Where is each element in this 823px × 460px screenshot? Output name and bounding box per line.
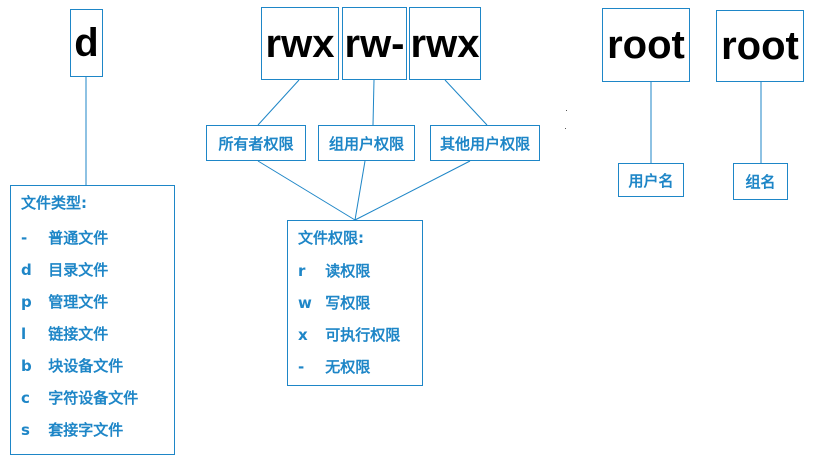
group-perm-field: rw- <box>342 7 407 80</box>
file-type-row: - 普通文件 <box>21 227 108 248</box>
file-type-label: 字符设备文件 <box>48 389 139 407</box>
group-perm-text: rw- <box>344 21 405 66</box>
connector-group-perm <box>372 79 375 126</box>
permission-label: 可执行权限 <box>325 326 401 344</box>
file-type-legend-title: 文件类型: <box>21 194 87 212</box>
owner-perm-field: rwx <box>261 7 339 80</box>
group-perm-label: 组用户权限 <box>318 125 415 161</box>
file-type-code: b <box>21 357 32 375</box>
owner-name-field: root <box>602 8 690 82</box>
permission-code: x <box>298 326 308 344</box>
owner-name-text: root <box>607 23 685 67</box>
connector-group-to-perms <box>354 160 366 221</box>
owner-name-label: 用户名 <box>618 163 684 197</box>
other-perm-field: rwx <box>409 7 481 80</box>
owner-perm-label: 所有者权限 <box>206 125 306 161</box>
file-type-label: 链接文件 <box>48 325 109 343</box>
permission-code: r <box>298 262 306 280</box>
owner-name-label-text: 用户名 <box>628 171 674 190</box>
permission-label: 写权限 <box>325 294 371 312</box>
file-type-row: d 目录文件 <box>21 259 108 280</box>
file-type-label: 套接字文件 <box>48 421 124 439</box>
owner-perm-label-text: 所有者权限 <box>218 134 294 153</box>
permission-code: - <box>298 358 305 376</box>
other-perm-label: 其他用户权限 <box>430 125 540 161</box>
connector-other-to-perms <box>354 160 471 221</box>
file-type-char: d <box>74 21 99 65</box>
permission-legend: 文件权限: r 读权限 w 写权限 x 可执行权限 - 无权限 <box>287 220 423 386</box>
file-type-code: - <box>21 229 28 247</box>
file-type-code: d <box>21 261 32 279</box>
file-type-label: 块设备文件 <box>48 357 124 375</box>
permission-row: w 写权限 <box>298 292 370 313</box>
file-type-code: c <box>21 389 30 407</box>
speck <box>566 110 567 111</box>
file-type-code: p <box>21 293 32 311</box>
permission-label: 无权限 <box>325 358 371 376</box>
file-type-row: c 字符设备文件 <box>21 387 138 408</box>
group-name-label: 组名 <box>733 163 788 200</box>
owner-perm-text: rwx <box>265 21 335 66</box>
connector-other-perm <box>444 79 488 126</box>
file-type-row: s 套接字文件 <box>21 419 123 440</box>
permission-label: 读权限 <box>325 262 371 280</box>
speck <box>565 128 566 129</box>
group-name-label-text: 组名 <box>745 173 776 191</box>
file-type-code: l <box>21 325 27 343</box>
file-type-label: 管理文件 <box>48 293 109 311</box>
file-type-row: p 管理文件 <box>21 291 108 312</box>
permission-code: w <box>298 294 312 312</box>
group-name-field: root <box>716 10 804 82</box>
file-type-row: b 块设备文件 <box>21 355 123 376</box>
file-type-code: s <box>21 421 30 439</box>
file-type-row: l 链接文件 <box>21 323 108 344</box>
connector-owner-to-perms <box>257 160 356 221</box>
permission-legend-title: 文件权限: <box>298 229 364 247</box>
group-perm-label-text: 组用户权限 <box>328 134 404 153</box>
other-perm-text: rwx <box>410 21 480 66</box>
permission-row: - 无权限 <box>298 356 370 377</box>
file-type-field: d <box>70 9 103 77</box>
permission-row: r 读权限 <box>298 260 370 281</box>
group-name-text: root <box>721 24 799 68</box>
file-type-label: 普通文件 <box>48 229 109 247</box>
file-type-label: 目录文件 <box>48 261 109 279</box>
connector-owner-perm <box>257 79 300 126</box>
file-type-legend: 文件类型: - 普通文件 d 目录文件 p 管理文件 l 链接文件 b 块设备文… <box>10 185 175 455</box>
permission-row: x 可执行权限 <box>298 324 400 345</box>
other-perm-label-text: 其他用户权限 <box>439 134 530 153</box>
